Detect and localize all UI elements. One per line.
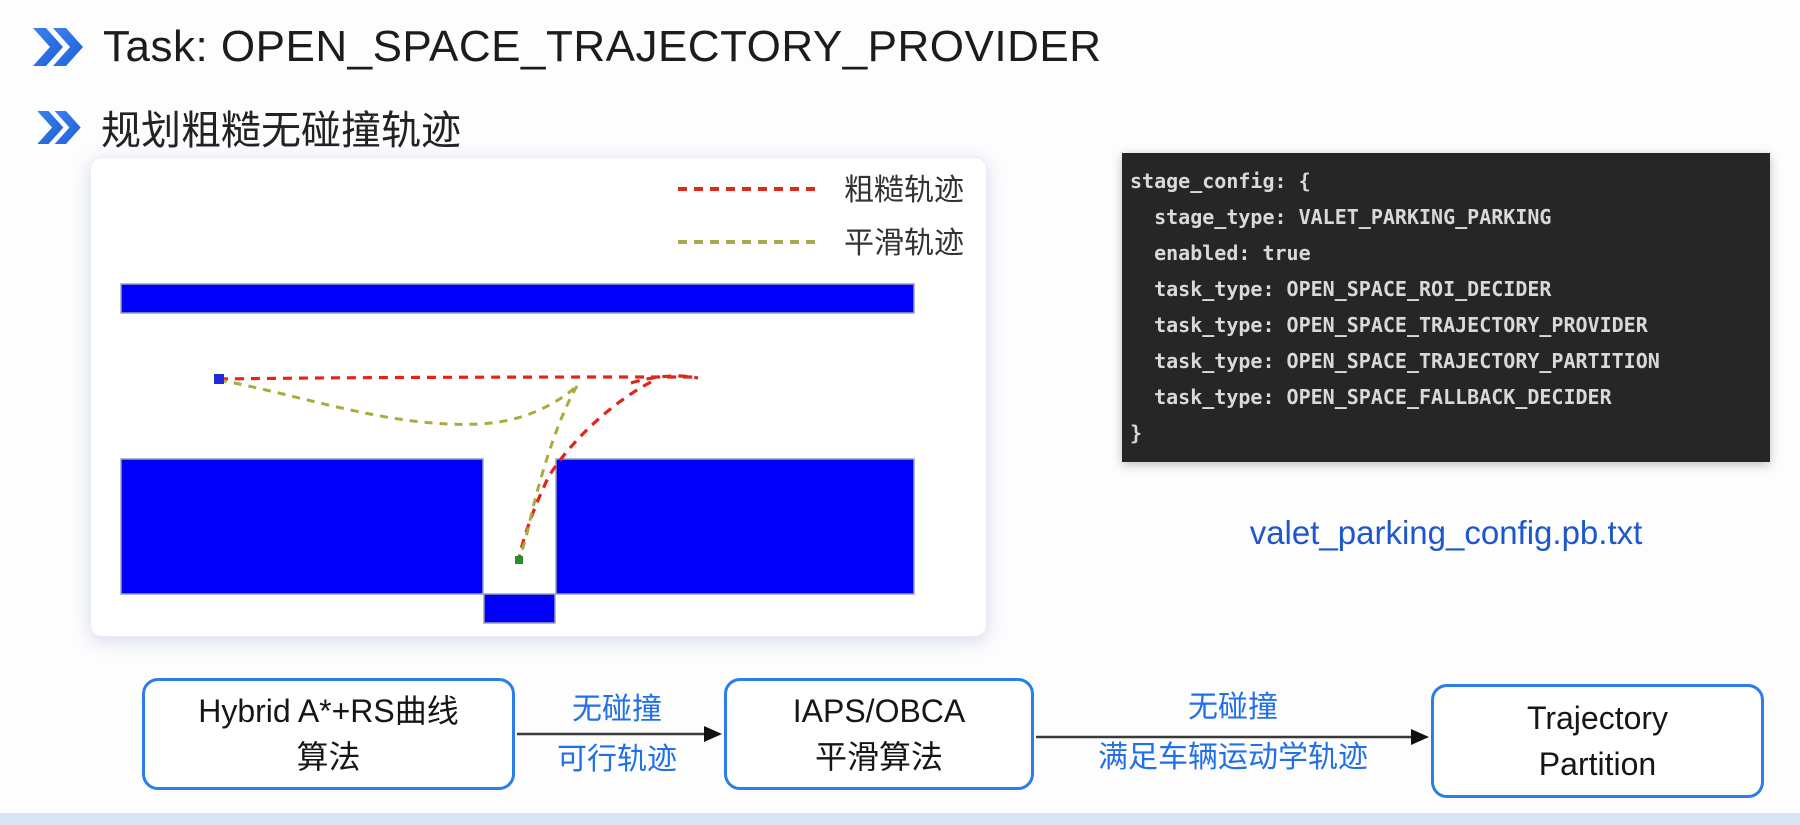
flow-box-line: IAPS/OBCA: [792, 693, 966, 729]
code-line: task_type: OPEN_SPACE_FALLBACK_DECIDER: [1130, 385, 1612, 409]
double-chevron-icon: [37, 110, 81, 144]
code-line: task_type: OPEN_SPACE_TRAJECTORY_PROVIDE…: [1130, 313, 1648, 337]
obstacles: [120, 283, 915, 624]
flow-arrow-2-label-top: 无碰撞: [1188, 691, 1278, 724]
flow-box-line: 算法: [296, 739, 361, 775]
flow-arrows: [517, 726, 1429, 745]
code-line: task_type: OPEN_SPACE_ROI_DECIDER: [1130, 277, 1552, 301]
legend-rough-label: 粗糙轨迹: [844, 174, 964, 207]
smooth-trajectory-reverse: [517, 385, 579, 560]
flow-box-iaps-obca: IAPS/OBCA 平滑算法: [724, 678, 1034, 790]
smooth-trajectory-forward: [218, 378, 578, 426]
config-file-link[interactable]: valet_parking_config.pb.txt: [1249, 514, 1643, 551]
code-line: stage_config: {: [1130, 169, 1311, 193]
flow-box-line: Trajectory: [1526, 700, 1669, 736]
obstacle-top-wall: [120, 283, 915, 314]
flow-arrow-1-label-bottom: 可行轨迹: [557, 743, 677, 776]
code-line: task_type: OPEN_SPACE_TRAJECTORY_PARTITI…: [1130, 349, 1660, 373]
obstacle-bottom-left: [120, 458, 484, 595]
plot-legend: 粗糙轨迹 平滑轨迹: [678, 174, 964, 260]
smooth-trajectory: [218, 378, 579, 560]
flow-box-line: Partition: [1538, 746, 1657, 782]
page-subtitle: 规划粗糙无碰撞轨迹: [101, 109, 461, 153]
flow-box-line: 平滑算法: [814, 739, 943, 775]
goal-marker: [515, 556, 523, 564]
double-chevron-icon: [33, 28, 83, 66]
flow-arrow-1-head: [704, 726, 722, 742]
flow-box-trajectory-partition: Trajectory Partition: [1431, 684, 1764, 798]
subtitle-row: 规划粗糙无碰撞轨迹: [37, 98, 461, 156]
rough-trajectory-forward: [218, 375, 699, 381]
rough-trajectory: [218, 374, 699, 559]
title-row: Task: OPEN_SPACE_TRAJECTORY_PROVIDER: [33, 22, 1102, 72]
legend-smooth-label: 平滑轨迹: [844, 227, 964, 260]
slide-bottom-strip: [0, 813, 1800, 825]
page-title: Task: OPEN_SPACE_TRAJECTORY_PROVIDER: [103, 22, 1102, 71]
code-line: enabled: true: [1130, 241, 1311, 265]
stage-config-code-panel: stage_config: { stage_type: VALET_PARKIN…: [1122, 153, 1770, 462]
flow-box-line: Hybrid A*+RS曲线: [198, 693, 459, 729]
rough-trajectory-reverse: [517, 380, 652, 559]
code-line: stage_type: VALET_PARKING_PARKING: [1130, 205, 1552, 229]
flow-arrow-1-label-top: 无碰撞: [572, 693, 662, 726]
flow-box-hybrid-astar: Hybrid A*+RS曲线 算法: [142, 678, 515, 790]
code-line: }: [1130, 421, 1143, 445]
flow-arrow-2-head: [1411, 729, 1429, 745]
start-marker: [214, 374, 224, 384]
trajectory-plot-card: 粗糙轨迹 平滑轨迹: [90, 157, 987, 637]
obstacle-slot-bottom: [483, 593, 556, 624]
trajectory-plot: 粗糙轨迹 平滑轨迹: [120, 174, 964, 624]
flow-arrow-2-label-bottom: 满足车辆运动学轨迹: [1098, 741, 1368, 774]
rough-trajectory-cusp: [630, 374, 699, 385]
obstacle-bottom-right: [555, 458, 915, 595]
